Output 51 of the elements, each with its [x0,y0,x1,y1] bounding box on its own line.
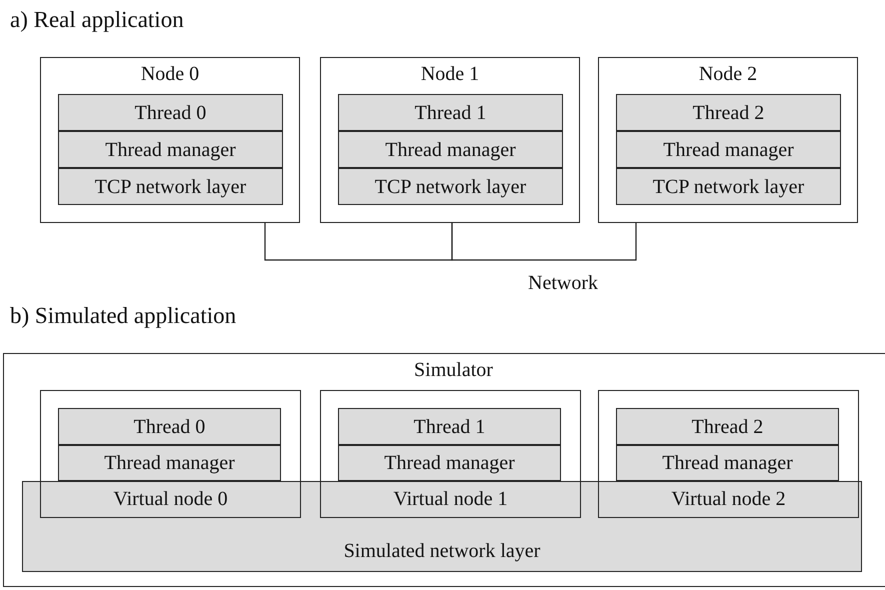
node-label: Thread 0 [134,100,208,124]
layer-box [338,168,563,205]
node-box [320,57,580,223]
layer-box [616,168,841,205]
layer-box [338,445,561,481]
node-label: Thread manager [662,138,795,162]
node-label: Node 1 [420,62,480,86]
node-label: Thread manager [661,451,794,475]
node-label: Thread manager [104,138,237,162]
node-label: Simulator [413,358,494,382]
network-label: Network [528,271,598,296]
node-label: Thread 1 [414,100,488,124]
section-heading: b) Simulated application [10,303,236,329]
network-line [264,223,453,261]
node-label: Thread 1 [412,414,486,438]
virtual-node-box [40,390,301,518]
node-label: Virtual node 1 [392,487,509,511]
simulator-box [3,353,885,587]
layer-box [616,408,839,445]
node-label: TCP network layer [94,174,248,198]
layer-box [58,168,283,205]
virtual-node-box [598,390,859,518]
virtual-node-box [320,390,581,518]
node-label: Thread 2 [690,414,764,438]
node-label: Thread manager [384,138,517,162]
node-label: TCP network layer [374,174,528,198]
node-label: Node 0 [140,62,200,86]
layer-box [616,131,841,168]
layer-box [338,408,561,445]
layer-box [616,445,839,481]
node-label: TCP network layer [652,174,806,198]
layer-box [338,131,563,168]
node-label: Simulated network layer [342,539,542,563]
node-label: Thread 0 [132,414,206,438]
node-label: Virtual node 0 [112,487,229,511]
section-heading: a) Real application [10,7,184,33]
node-label: Thread 2 [692,100,766,124]
layer-box [58,408,281,445]
node-box [40,57,300,223]
node-box [598,57,858,223]
node-label: Thread manager [103,451,236,475]
layer-box [338,94,563,131]
node-label: Node 2 [698,62,758,86]
node-label: Virtual node 2 [670,487,787,511]
network-layer-box [22,481,862,572]
layer-box [616,94,841,131]
network-line [451,223,637,261]
node-label: Thread manager [383,451,516,475]
layer-box [58,94,283,131]
layer-box [58,445,281,481]
layer-box [58,131,283,168]
